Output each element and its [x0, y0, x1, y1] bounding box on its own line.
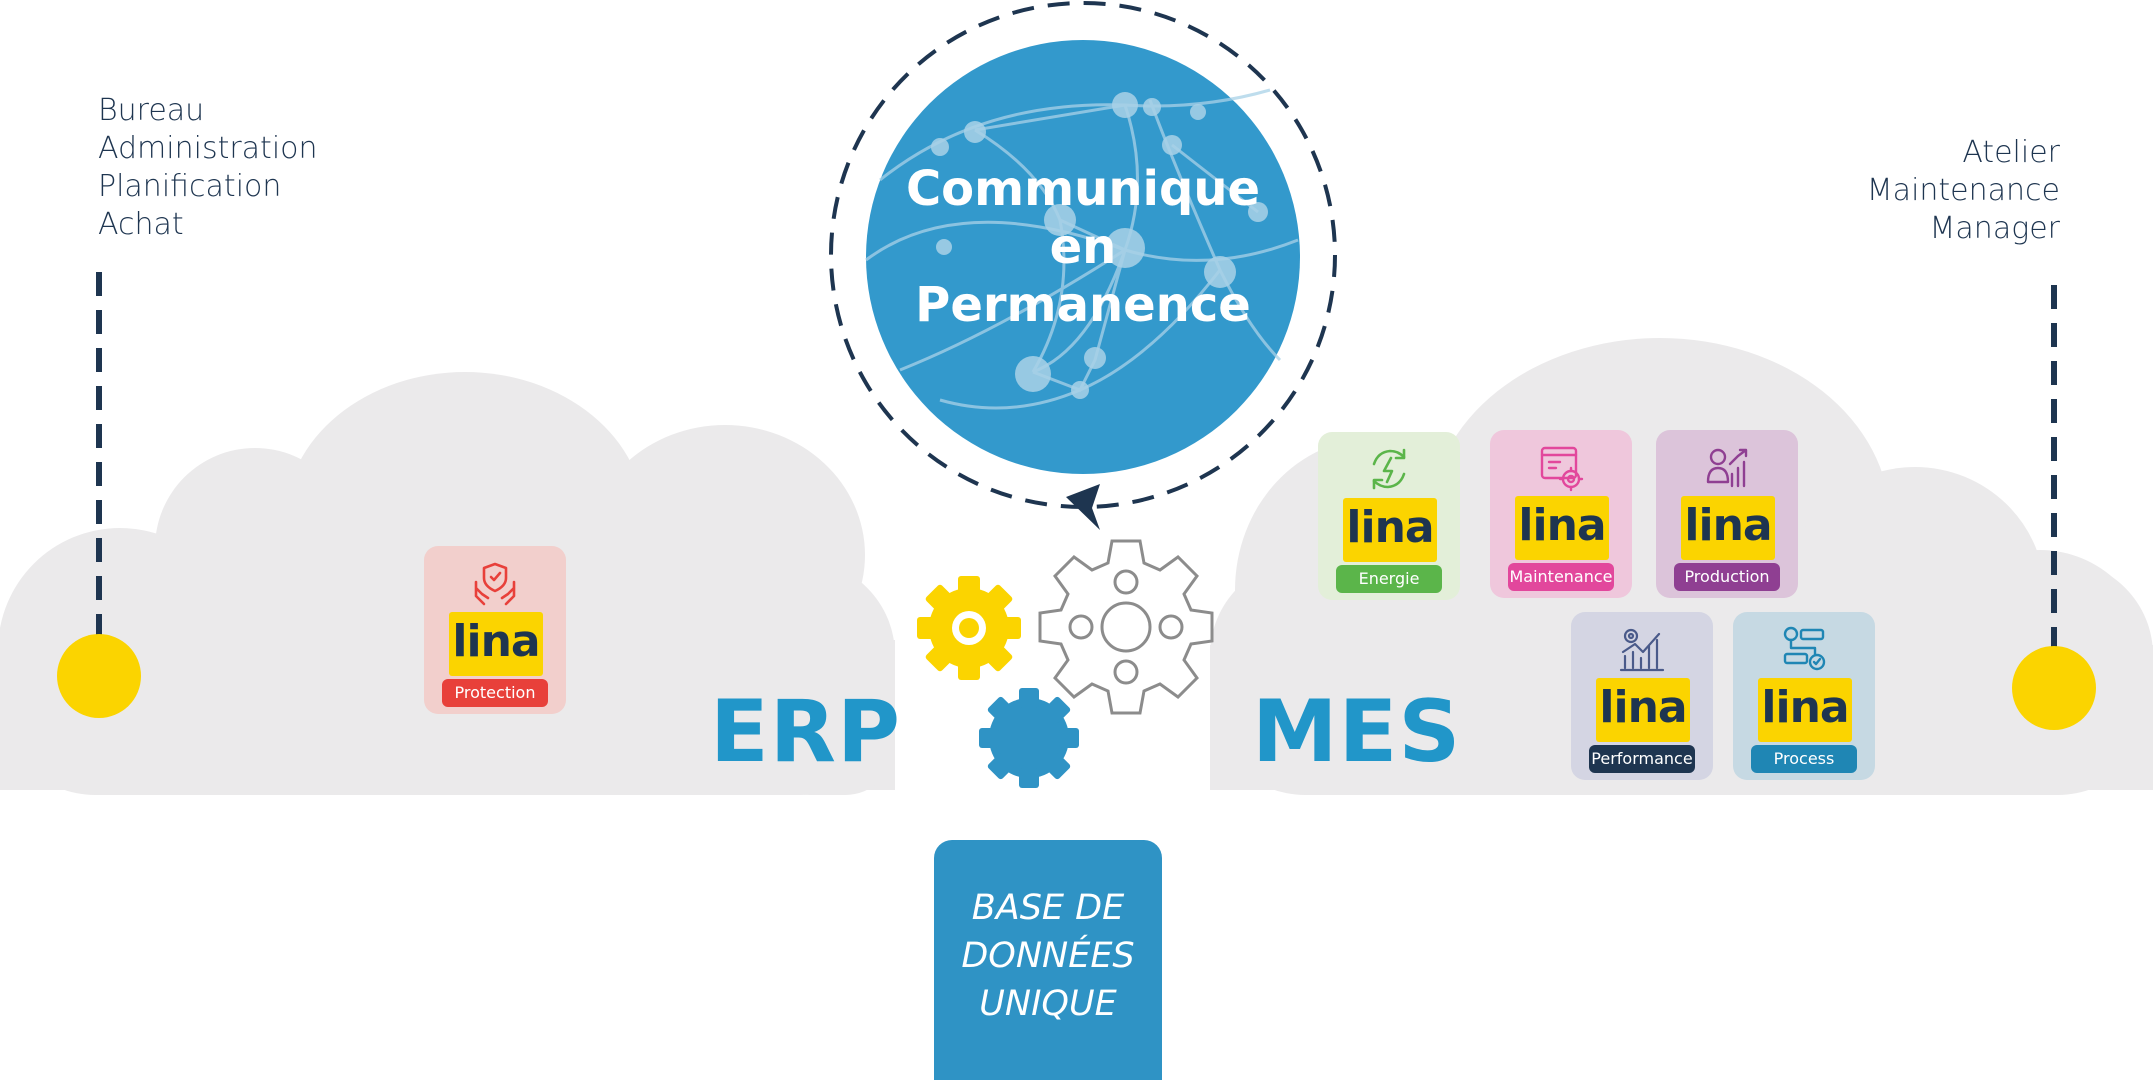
- process-icon: [1783, 626, 1826, 671]
- database-line: UNIQUE: [979, 984, 1117, 1024]
- mes-label: MES: [1252, 682, 1462, 782]
- maintenance-icon: [1540, 446, 1584, 492]
- module-tag: Maintenance: [1508, 563, 1614, 591]
- left-role-list: Bureau Administration Planification Acha…: [98, 92, 318, 244]
- hub-line: en: [1049, 219, 1117, 275]
- module-tag: Production: [1674, 563, 1780, 591]
- globe-network-icon: [865, 40, 1300, 474]
- module-tag: Process: [1751, 745, 1857, 773]
- module-maintenance[interactable]: lina Maintenance: [1490, 430, 1632, 598]
- communication-ring: [829, 1, 1337, 509]
- protection-hands-icon: [474, 562, 516, 606]
- left-endpoint-dot: [57, 634, 141, 718]
- module-process[interactable]: lina Process: [1733, 612, 1875, 780]
- yellow-gear-icon: [917, 576, 1021, 680]
- module-tag: Protection: [442, 679, 548, 707]
- module-tag: Energie: [1336, 565, 1442, 593]
- hub-title: Communique en Permanence: [868, 160, 1298, 334]
- lina-logo: lina: [1681, 496, 1775, 560]
- left-role-item: Achat: [98, 207, 184, 242]
- blue-gear-icon: [979, 688, 1079, 788]
- left-role-item: Planification: [98, 169, 282, 204]
- hub-line: Permanence: [915, 277, 1251, 333]
- production-icon: [1706, 448, 1748, 488]
- database-line: DONNÉES: [961, 936, 1135, 976]
- module-energie[interactable]: lina Energie: [1318, 432, 1460, 600]
- module-tag: Performance: [1589, 745, 1695, 773]
- energy-icon: [1372, 448, 1406, 490]
- left-role-item: Administration: [98, 131, 318, 166]
- lina-logo: lina: [1596, 678, 1690, 742]
- database-line: BASE DE: [971, 888, 1125, 928]
- lina-logo: lina: [1758, 678, 1852, 742]
- erp-cloud: [0, 372, 895, 795]
- performance-icon: [1619, 628, 1665, 672]
- module-performance[interactable]: lina Performance: [1571, 612, 1713, 780]
- left-role-item: Bureau: [98, 93, 205, 128]
- right-role-item: Manager: [1929, 211, 2060, 246]
- hub-line: Communique: [905, 161, 1261, 217]
- ring-arrowhead-icon: [1066, 484, 1100, 530]
- right-role-item: Maintenance: [1866, 173, 2060, 208]
- outline-gear-icon: [1038, 539, 1214, 715]
- module-protection[interactable]: lina Protection: [424, 546, 566, 714]
- lina-logo: lina: [1515, 496, 1609, 560]
- module-production[interactable]: lina Production: [1656, 430, 1798, 598]
- lina-logo: lina: [449, 612, 543, 676]
- database-box: BASE DE DONNÉES UNIQUE: [934, 840, 1162, 1080]
- right-role-item: Atelier: [1962, 135, 2060, 170]
- right-role-list: Atelier Maintenance Manager: [1867, 134, 2060, 248]
- lina-logo: lina: [1343, 498, 1437, 562]
- erp-label: ERP: [710, 682, 901, 782]
- right-endpoint-dot: [2012, 646, 2096, 730]
